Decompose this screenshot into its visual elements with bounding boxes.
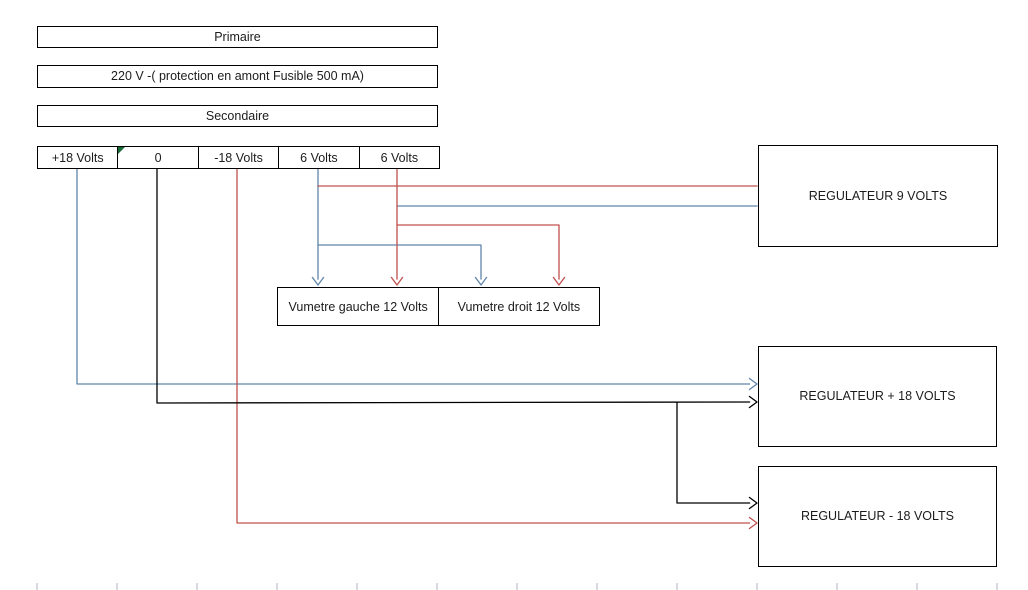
tap-cell-6v-1: 6 Volts bbox=[279, 147, 360, 168]
vumeter-row: Vumetre gauche 12 Volts Vumetre droit 12… bbox=[277, 287, 600, 326]
bottom-gridline-ticks bbox=[36, 583, 998, 590]
taps-row: +18 Volts 0 -18 Volts 6 Volts 6 Volts bbox=[37, 146, 440, 169]
regulateur-minus18-box: REGULATEUR - 18 VOLTS bbox=[758, 466, 997, 567]
primaire-box: Primaire bbox=[37, 26, 438, 48]
tap-label: -18 Volts bbox=[214, 150, 263, 165]
arrow-right-icon bbox=[748, 496, 758, 510]
vumeter-gauche-label: Vumetre gauche 12 Volts bbox=[288, 299, 428, 314]
tap-label: 6 Volts bbox=[380, 150, 419, 165]
vumeter-droit-label: Vumetre droit 12 Volts bbox=[457, 299, 581, 314]
tap-cell-plus18: +18 Volts bbox=[38, 147, 119, 168]
wire-minus18-to-reg18m bbox=[236, 166, 751, 524]
wire-plus18-to-reg18p bbox=[76, 166, 751, 385]
regulateur-plus18-box: REGULATEUR + 18 VOLTS bbox=[758, 346, 997, 447]
secondaire-box: Secondaire bbox=[37, 105, 438, 127]
wire-zero-branch-reg18m bbox=[676, 401, 751, 504]
regulateur-plus18-label: REGULATEUR + 18 VOLTS bbox=[799, 389, 956, 404]
supply-box: 220 V -( protection en amont Fusible 500… bbox=[37, 65, 438, 88]
regulateur-9v-label: REGULATEUR 9 VOLTS bbox=[808, 188, 948, 203]
tap-cell-6v-2: 6 Volts bbox=[360, 147, 439, 168]
regulateur-9v-box: REGULATEUR 9 VOLTS bbox=[758, 145, 998, 247]
wire-6v1-branch-vudroit bbox=[317, 244, 482, 280]
wires-black bbox=[156, 166, 758, 510]
arrow-right-icon bbox=[748, 516, 758, 530]
arrow-right-icon bbox=[748, 395, 758, 409]
tap-label: 6 Volts bbox=[300, 150, 338, 165]
wire-6v2-branch-vudroit bbox=[396, 224, 560, 280]
wires-blue bbox=[76, 166, 758, 391]
tap-label: +18 Volts bbox=[51, 150, 104, 165]
tap-label: 0 bbox=[154, 150, 162, 165]
vumeter-gauche-box: Vumetre gauche 12 Volts bbox=[277, 287, 440, 326]
arrow-down-icon bbox=[552, 276, 566, 286]
supply-label: 220 V -( protection en amont Fusible 500… bbox=[111, 69, 364, 84]
vumeter-droit-box: Vumetre droit 12 Volts bbox=[437, 287, 600, 326]
regulateur-minus18-label: REGULATEUR - 18 VOLTS bbox=[800, 509, 955, 524]
arrow-down-icon bbox=[311, 276, 325, 286]
arrow-right-icon bbox=[748, 377, 758, 391]
arrow-down-icon bbox=[474, 276, 488, 286]
cell-flag-icon bbox=[118, 147, 126, 154]
wires-red bbox=[236, 166, 758, 530]
primaire-label: Primaire bbox=[214, 29, 261, 44]
wire-zero-to-reg18p bbox=[156, 166, 751, 404]
secondaire-label: Secondaire bbox=[205, 108, 270, 123]
tap-cell-zero: 0 bbox=[118, 147, 199, 168]
tap-cell-minus18: -18 Volts bbox=[199, 147, 280, 168]
arrow-down-icon bbox=[390, 276, 404, 286]
